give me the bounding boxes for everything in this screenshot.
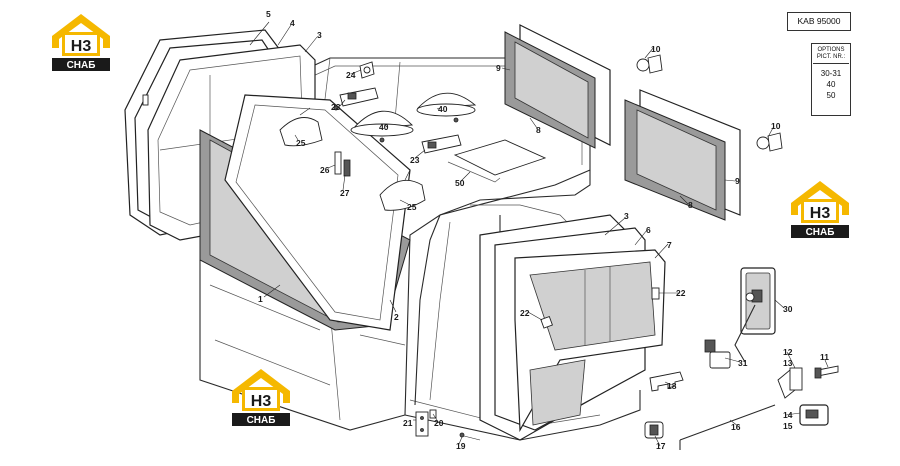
roof-hatch: [447, 139, 547, 183]
options-header: OPTIONS PICT. NR.:: [813, 47, 849, 64]
rearview-mirror: [734, 267, 776, 363]
callout-13: 13: [783, 358, 793, 368]
hinge-part-upper: [636, 54, 663, 74]
roof-dome-left: [350, 110, 414, 143]
callout-5: 5: [266, 9, 271, 19]
leader-lines: [249, 21, 829, 447]
callout-21: 21: [403, 418, 413, 428]
watermark-logo-top-left: H3 СНАБ: [48, 8, 114, 74]
callout-8-upper: 8: [536, 125, 541, 135]
callout-40-left: 40: [379, 122, 389, 132]
callout-50: 50: [455, 178, 465, 188]
callout-16: 16: [731, 422, 741, 432]
latch-plate: [415, 411, 429, 437]
latch-lock: [777, 367, 803, 399]
svg-text:СНАБ: СНАБ: [247, 415, 276, 426]
callout-3-right: 3: [624, 211, 629, 221]
callout-12: 12: [783, 347, 793, 357]
callout-11: 11: [820, 352, 829, 362]
roof-mount-bracket: [359, 61, 375, 79]
callout-19: 19: [456, 441, 466, 451]
options-header-line1: OPTIONS: [817, 47, 845, 53]
svg-text:H3: H3: [71, 38, 92, 55]
callout-18: 18: [667, 381, 677, 391]
callout-40-right: 40: [438, 104, 448, 114]
watermark-logo-icon: H3 СНАБ: [232, 369, 290, 426]
callout-20: 20: [434, 418, 444, 428]
callout-4: 4: [290, 18, 295, 28]
callout-3-left: 3: [317, 30, 322, 40]
callout-labels: 1 2 3 4 5 3 6 7 8 9 8 9 10 10 11 12 13 1…: [258, 9, 829, 451]
callout-22-right: 22: [676, 288, 686, 298]
callout-25-right: 25: [407, 202, 417, 212]
callout-17: 17: [656, 441, 666, 451]
hinge-part-lower: [756, 132, 783, 152]
callout-10-lower: 10: [771, 121, 781, 131]
callout-22-left: 22: [520, 308, 530, 318]
callout-9-upper: 9: [496, 63, 501, 73]
side-window-upper: [504, 24, 611, 149]
callout-14: 14: [783, 410, 793, 420]
callout-23-lower: 23: [410, 155, 420, 165]
rear-window-glass: [224, 94, 411, 331]
callout-30: 30: [783, 304, 793, 314]
reference-code-box: KAB 95000: [787, 12, 851, 31]
callout-9-lower: 9: [735, 176, 740, 186]
grab-handle: [649, 371, 684, 392]
sun-visor-left: [279, 107, 323, 147]
right-door-frames: [479, 214, 666, 441]
callout-6: 6: [646, 225, 651, 235]
roof-dome-right: [416, 92, 477, 123]
mirror-mount: [704, 339, 731, 369]
svg-text:СНАБ: СНАБ: [806, 227, 835, 238]
svg-text:H3: H3: [251, 393, 272, 410]
callout-31: 31: [738, 358, 748, 368]
interior-lamp-lower: [421, 134, 462, 154]
watermark-logo-right: H3 СНАБ: [787, 175, 853, 241]
callout-15: 15: [783, 421, 793, 431]
door-rod: [679, 404, 776, 450]
option-item: 40: [826, 80, 836, 89]
side-window-lower: [624, 89, 741, 221]
callout-2: 2: [394, 312, 399, 322]
callout-8-lower: 8: [688, 200, 693, 210]
watermark-logo-icon: H3 СНАБ: [791, 181, 849, 238]
mirror-bracket-small: [334, 151, 351, 177]
callout-24: 24: [346, 70, 356, 80]
option-item: 30-31: [820, 69, 842, 78]
svg-text:H3: H3: [810, 205, 831, 222]
option-item: 50: [826, 91, 836, 100]
callout-1: 1: [258, 294, 263, 304]
svg-text:СНАБ: СНАБ: [67, 60, 96, 71]
reference-code: KAB 95000: [797, 16, 841, 26]
callout-10-upper: 10: [651, 44, 661, 54]
options-box: OPTIONS PICT. NR.: 30-31 40 50: [811, 43, 851, 116]
sun-visor-right: [379, 169, 426, 211]
inner-handle: [644, 421, 664, 439]
watermark-logo-bottom: H3 СНАБ: [228, 363, 294, 429]
callout-25-left: 25: [296, 138, 306, 148]
options-header-line2: PICT. NR.:: [816, 54, 846, 60]
callout-7: 7: [667, 240, 672, 250]
callout-27: 27: [340, 188, 350, 198]
callout-26: 26: [320, 165, 330, 175]
callout-23-upper: 23: [331, 102, 341, 112]
bolt-screw: [814, 365, 839, 379]
door-handle-outer: [799, 404, 829, 426]
watermark-logo-icon: H3 СНАБ: [52, 14, 110, 71]
interior-lamp-upper: [333, 87, 379, 111]
